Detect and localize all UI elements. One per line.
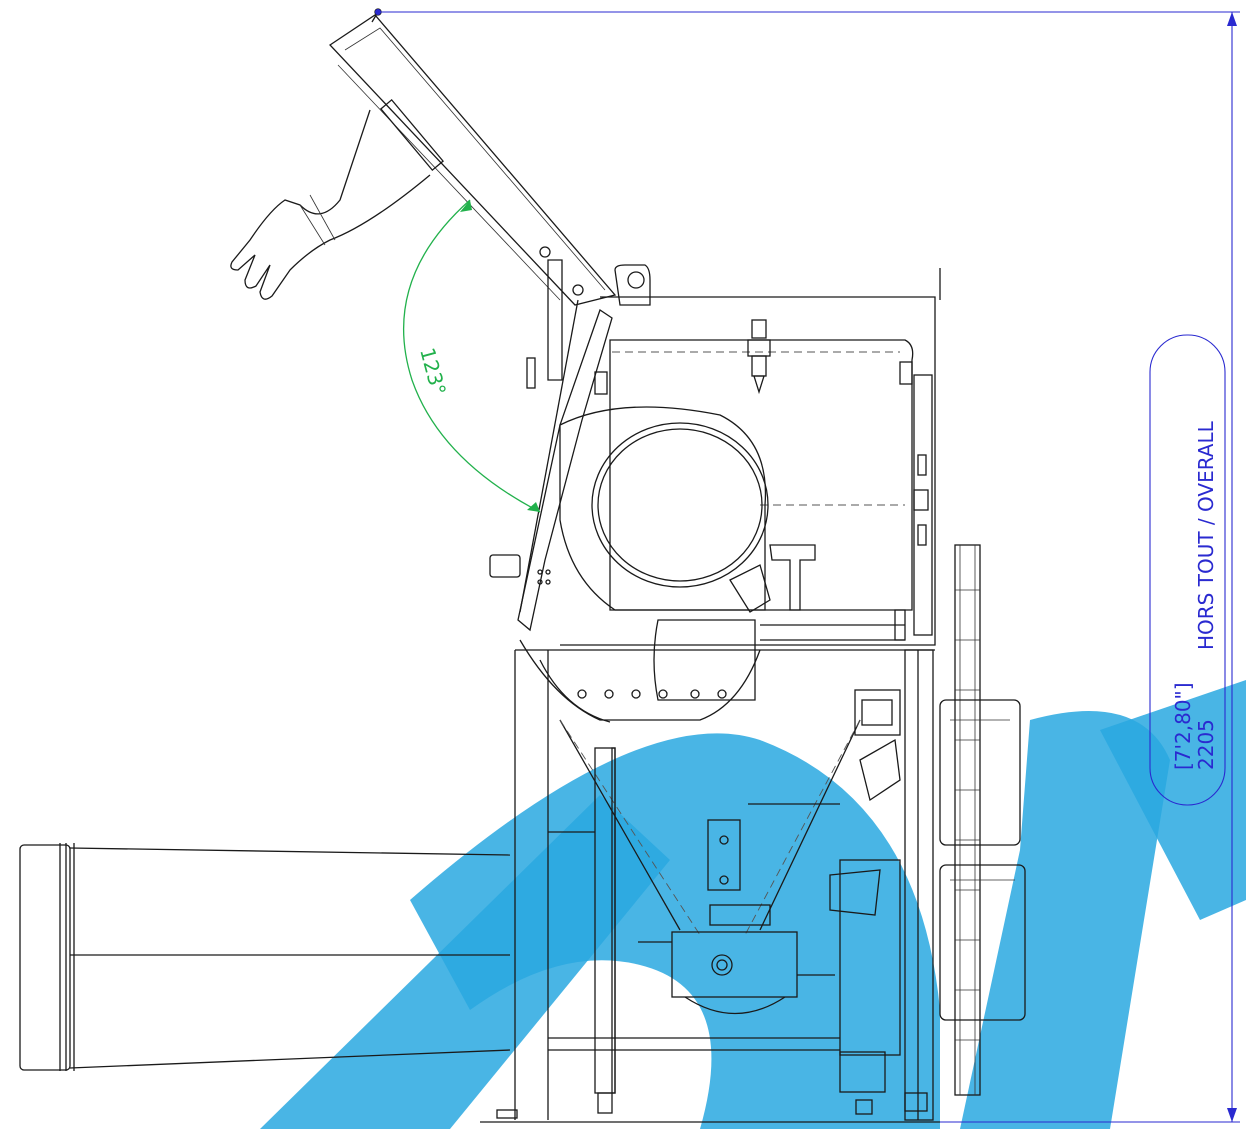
dimension-label: HORS TOUT / OVERALL xyxy=(1194,420,1218,650)
watermark-logo xyxy=(260,680,1246,1129)
valve-fitting xyxy=(747,319,771,395)
blower-motor xyxy=(638,904,835,1015)
exhaust-duct xyxy=(19,843,511,1071)
front-panel xyxy=(489,299,613,632)
cabinet-body xyxy=(560,268,941,646)
dimension-mm: 2205 xyxy=(1194,719,1218,770)
right-frame xyxy=(829,649,934,1121)
glove xyxy=(230,109,431,300)
angle-indicator: 123° xyxy=(402,199,541,513)
overall-dimension: 2205 [7'2,80"] HORS TOUT / OVERALL xyxy=(375,9,1240,1123)
angle-label: 123° xyxy=(415,345,451,398)
motor-fan-guard xyxy=(939,544,1026,1096)
leveling-feet xyxy=(480,1092,940,1123)
lid-arm xyxy=(328,8,651,381)
dimension-imperial: [7'2,80"] xyxy=(1171,682,1195,770)
blast-drum xyxy=(559,406,816,613)
hopper-frame xyxy=(514,609,935,1120)
hopper-holes xyxy=(577,689,727,699)
